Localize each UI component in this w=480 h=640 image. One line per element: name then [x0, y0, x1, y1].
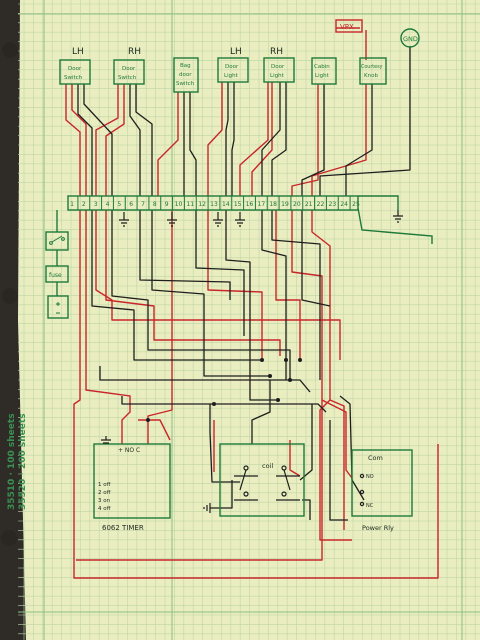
vpx-label: VPX	[340, 23, 354, 31]
gnd-label: GND	[403, 35, 418, 43]
power-relay-no: NO	[366, 474, 374, 480]
terminal-number: 9	[165, 201, 169, 208]
bag-door-switch-line2: door	[179, 72, 192, 78]
timer-switch-1: 1 off	[98, 482, 111, 488]
power-relay-box	[351, 449, 413, 517]
margin-print-line-2: 35520 · 200 sheets	[18, 413, 28, 510]
terminal-number: 21	[305, 201, 313, 208]
courtesy-knob-line1: Courtesy	[361, 64, 383, 70]
terminal-number: 1	[70, 201, 74, 208]
lh-door-switch-line2: Switch	[64, 75, 83, 81]
component-labels: Door Switch Door Switch Bag door Switch …	[64, 63, 383, 87]
timer-pins: + NO C	[118, 447, 140, 454]
ground-symbol-icon	[119, 212, 129, 227]
terminal-number: 13	[210, 201, 218, 208]
terminal-number: 11	[187, 201, 195, 208]
timer-labels: + NO C 1 off 2 off 3 on 4 off 6062 TIMER	[98, 447, 144, 532]
cabin-light-line1: Cabin	[314, 64, 330, 70]
top-labels: LH RH LH RH	[72, 47, 283, 57]
margin-print: 35510 · 100 sheets 35520 · 200 sheets	[7, 413, 28, 510]
binder-hole	[2, 288, 18, 304]
cabin-light-line2: Light	[315, 73, 330, 79]
timer-switch-4: 4 off	[98, 506, 111, 512]
switch-symbol-icon	[49, 235, 65, 245]
ground-symbol-icon	[213, 212, 223, 227]
power-relay-labels: Com NO NC Power Rly	[362, 454, 394, 532]
rh-label-1: RH	[128, 47, 141, 57]
ground-symbol-icon	[393, 210, 403, 223]
terminal-number: 25	[352, 201, 360, 208]
courtesy-knob-line2: Knob	[364, 73, 378, 79]
terminal-number: 17	[258, 201, 266, 208]
rh-door-light-box	[263, 57, 295, 83]
terminal-number: 10	[175, 201, 183, 208]
lh-door-light-box	[217, 57, 249, 83]
ground-symbol-icon	[167, 212, 177, 227]
bag-door-switch-box	[173, 57, 199, 93]
ground-symbol-icon	[203, 503, 216, 513]
cabin-light-box	[311, 57, 337, 85]
lh-label-2: LH	[230, 47, 242, 57]
terminal-number: 4	[106, 201, 110, 208]
courtesy-knob-box	[359, 57, 387, 85]
rh-door-switch-line2: Switch	[118, 75, 137, 81]
terminal-number: 14	[222, 201, 230, 208]
rh-label-2: RH	[270, 47, 283, 57]
bag-door-switch-line1: Bag	[180, 63, 191, 69]
junction-dots	[146, 358, 302, 422]
gnd-circle	[400, 28, 420, 48]
terminal-number: 12	[198, 201, 206, 208]
lh-door-light-line1: Door	[225, 64, 239, 70]
terminal-number: 8	[153, 201, 157, 208]
green-ink	[45, 28, 433, 519]
terminal-number: 20	[293, 201, 301, 208]
ground-symbol-icon	[101, 436, 111, 444]
timer-switch-2: 2 off	[98, 490, 111, 496]
bag-door-switch-line3: Switch	[176, 81, 195, 87]
terminal-number: 24	[340, 201, 348, 208]
battery-box	[47, 295, 69, 319]
rh-door-light-line2: Light	[270, 73, 285, 79]
black-wires	[77, 46, 411, 521]
rh-door-light-line1: Door	[271, 64, 285, 70]
battery-symbol-icon	[56, 302, 60, 314]
lh-door-switch-line1: Door	[68, 66, 82, 72]
power-relay-com: Com	[368, 454, 383, 462]
terminal-number: 18	[269, 201, 277, 208]
terminal-strip	[67, 195, 359, 211]
binder-hole	[2, 42, 18, 58]
margin-print-line-1: 35510 · 100 sheets	[7, 413, 17, 510]
terminal-number: 3	[94, 201, 98, 208]
fuse-label: fuse	[49, 272, 62, 279]
terminal-number: 5	[117, 201, 121, 208]
ground-symbols	[101, 210, 403, 513]
relay-contacts	[234, 465, 365, 507]
lh-label-1: LH	[72, 47, 84, 57]
rh-door-switch-box	[113, 59, 145, 85]
terminal-number: 22	[317, 201, 325, 208]
binder-hole	[1, 530, 17, 546]
terminal-number: 7	[141, 201, 145, 208]
coil-label: coil	[262, 462, 273, 470]
terminal-number: 16	[246, 201, 254, 208]
timer-box	[93, 443, 171, 519]
power-relay-title: Power Rly	[362, 524, 394, 532]
terminal-number: 2	[82, 201, 86, 208]
lh-door-light-line2: Light	[224, 73, 239, 79]
timer-title: 6062 TIMER	[102, 524, 144, 532]
ground-symbol-icon	[235, 212, 245, 227]
rh-door-switch-line1: Door	[122, 66, 136, 72]
terminal-number: 19	[281, 201, 289, 208]
terminal-number: 15	[234, 201, 242, 208]
coil-relay-box	[219, 443, 305, 517]
timer-switch-3: 3 on	[98, 498, 111, 504]
power-relay-nc: NC	[366, 503, 374, 509]
lh-door-switch-box	[59, 59, 91, 85]
vpx-box	[335, 19, 363, 33]
terminal-number: 23	[329, 201, 337, 208]
terminal-number: 6	[129, 201, 133, 208]
